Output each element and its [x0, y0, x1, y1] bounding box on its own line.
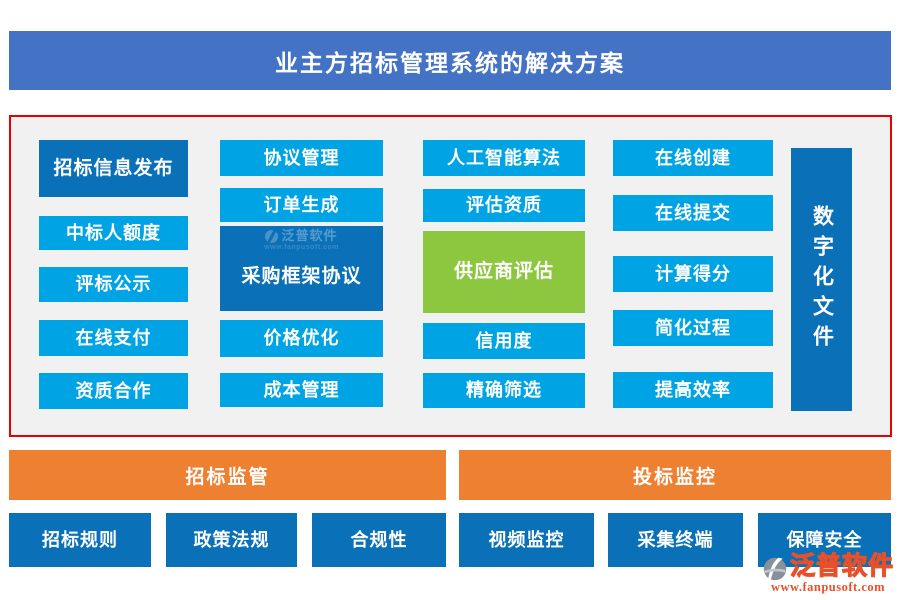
block-credit-degree: 信用度	[423, 323, 585, 359]
brand-watermark: 泛普软件 www.fanpusoft.com	[760, 546, 896, 595]
brand-watermark-url: www.fanpusoft.com	[770, 580, 886, 594]
fanpu-logo-icon	[265, 229, 279, 243]
section-header-bid-supervision: 招标监管	[9, 450, 446, 500]
block-online-submit: 在线提交	[613, 195, 773, 231]
block-procurement-framework: 泛普软件 www.fanpusoft.com 采购框架协议	[220, 226, 383, 311]
block-bid-rules: 招标规则	[9, 513, 151, 567]
inner-watermark-url: www.fanpusoft.com	[264, 243, 339, 251]
section-header-tender-monitoring: 投标监控	[459, 450, 891, 500]
block-compliance: 合规性	[312, 513, 446, 567]
block-policy-regulations: 政策法规	[166, 513, 297, 567]
block-online-create: 在线创建	[613, 140, 773, 176]
brand-watermark-text: 泛普软件	[789, 552, 894, 580]
block-online-payment: 在线支付	[39, 320, 188, 356]
inner-watermark-brand: 泛普软件	[281, 228, 338, 243]
block-winner-quota: 中标人额度	[39, 216, 188, 250]
block-precise-screening: 精确筛选	[423, 373, 585, 408]
block-eval-publicity: 评标公示	[39, 267, 188, 302]
block-improve-efficiency: 提高效率	[613, 372, 773, 408]
block-video-monitoring: 视频监控	[459, 513, 594, 567]
block-digital-documents: 数字化文件	[791, 148, 852, 411]
block-ai-algorithm: 人工智能算法	[423, 140, 585, 176]
block-price-optimization: 价格优化	[220, 320, 383, 357]
inner-watermark: 泛普软件 www.fanpusoft.com	[220, 228, 383, 252]
block-assess-qualification: 评估资质	[423, 189, 585, 222]
block-cost-mgmt: 成本管理	[220, 373, 383, 407]
block-supplier-evaluation: 供应商评估	[423, 231, 585, 313]
block-simplify-process: 简化过程	[613, 310, 773, 346]
block-label: 采购框架协议	[241, 265, 362, 287]
block-order-generation: 订单生成	[220, 188, 383, 222]
block-qualification-coop: 资质合作	[39, 373, 188, 409]
page-title: 业主方招标管理系统的解决方案	[9, 31, 891, 90]
fanpu-logo-icon	[763, 557, 787, 581]
block-calc-score: 计算得分	[613, 256, 773, 292]
block-collection-terminal: 采集终端	[608, 513, 743, 567]
block-agreement-mgmt: 协议管理	[220, 140, 383, 176]
block-bid-info-publish: 招标信息发布	[39, 140, 188, 197]
block-security-guarantee: 保障安全	[758, 513, 891, 567]
